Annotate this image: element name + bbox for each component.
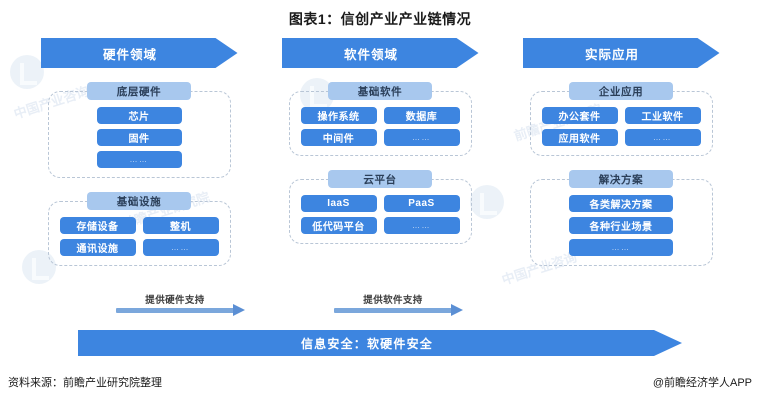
list-item[interactable]: 整机 <box>142 217 219 234</box>
group-infrastructure: 基础设施 存储设备 整机 通讯设施 …… <box>47 192 231 266</box>
list-item[interactable]: 数据库 <box>383 107 460 124</box>
group-title: 云平台 <box>328 170 432 188</box>
group-items: 各类解决方案 各种行业场景 …… <box>542 195 701 256</box>
group-items: 存储设备 整机 通讯设施 …… <box>59 217 219 256</box>
group-items: 办公套件 工业软件 应用软件 …… <box>541 107 701 146</box>
list-item[interactable]: 存储设备 <box>59 217 136 234</box>
list-item[interactable]: …… <box>142 239 219 256</box>
brand-credit: @前瞻经济学人APP <box>652 377 752 389</box>
arrow-right-icon <box>116 304 245 316</box>
group-box: IaaS PaaS 低代码平台 …… <box>288 179 472 244</box>
list-item[interactable]: …… <box>96 151 182 168</box>
list-item[interactable]: 通讯设施 <box>59 239 136 256</box>
list-item[interactable]: PaaS <box>383 195 460 212</box>
list-item[interactable]: …… <box>383 217 460 234</box>
list-item[interactable]: …… <box>383 129 460 146</box>
support-label: 提供软件支持 <box>363 295 423 306</box>
list-item[interactable]: 各类解决方案 <box>569 195 673 212</box>
security-bar[interactable]: 信息安全：软硬件安全 <box>78 330 682 356</box>
group-box: 操作系统 数据库 中间件 …… <box>288 91 472 156</box>
group-title: 底层硬件 <box>87 82 191 100</box>
group-cloud-platform: 云平台 IaaS PaaS 低代码平台 …… <box>288 170 472 244</box>
list-item[interactable]: 操作系统 <box>300 107 377 124</box>
list-item[interactable]: 办公套件 <box>541 107 618 124</box>
list-item[interactable]: …… <box>624 129 701 146</box>
group-box: 存储设备 整机 通讯设施 …… <box>47 201 231 266</box>
list-item[interactable]: …… <box>569 239 673 256</box>
support-arrows-row: 提供硬件支持 提供软件支持 <box>0 292 760 322</box>
group-items: IaaS PaaS 低代码平台 …… <box>300 195 460 234</box>
group-box: 办公套件 工业软件 应用软件 …… <box>529 91 713 156</box>
column-hardware: 硬件领域 底层硬件 芯片 固件 …… 基础设施 存储设备 整机 <box>32 38 247 266</box>
page-title: 图表1：信创产业产业链情况 <box>288 11 472 27</box>
group-box: 芯片 固件 …… <box>47 91 231 178</box>
group-box: 各类解决方案 各种行业场景 …… <box>529 179 713 266</box>
list-item[interactable]: IaaS <box>300 195 377 212</box>
list-item[interactable]: 应用软件 <box>541 129 618 146</box>
group-items: 芯片 固件 …… <box>60 107 219 168</box>
group-title: 基础软件 <box>328 82 432 100</box>
column-header-hardware[interactable]: 硬件领域 <box>41 38 238 68</box>
support-label: 提供硬件支持 <box>145 295 205 306</box>
list-item[interactable]: 工业软件 <box>624 107 701 124</box>
list-item[interactable]: 中间件 <box>300 129 377 146</box>
group-title: 解决方案 <box>569 170 673 188</box>
list-item[interactable]: 芯片 <box>96 107 182 124</box>
group-enterprise-applications: 企业应用 办公套件 工业软件 应用软件 …… <box>529 82 713 156</box>
group-title: 企业应用 <box>569 82 673 100</box>
list-item[interactable]: 固件 <box>96 129 182 146</box>
list-item[interactable]: 低代码平台 <box>300 217 377 234</box>
arrow-right-icon <box>334 304 463 316</box>
group-solutions: 解决方案 各类解决方案 各种行业场景 …… <box>529 170 713 266</box>
support-hardware: 提供硬件支持 <box>100 292 250 316</box>
list-item[interactable]: 各种行业场景 <box>569 217 673 234</box>
source-note: 资料来源：前瞻产业研究院整理 <box>8 377 162 389</box>
group-items: 操作系统 数据库 中间件 …… <box>300 107 460 146</box>
column-header-software[interactable]: 软件领域 <box>282 38 479 68</box>
column-software: 软件领域 基础软件 操作系统 数据库 中间件 …… 云平台 IaaS <box>273 38 488 266</box>
column-header-applications[interactable]: 实际应用 <box>523 38 720 68</box>
group-basic-software: 基础软件 操作系统 数据库 中间件 …… <box>288 82 472 156</box>
footer: 资料来源：前瞻产业研究院整理 @前瞻经济学人APP <box>0 374 760 394</box>
group-title: 基础设施 <box>87 192 191 210</box>
group-underlying-hardware: 底层硬件 芯片 固件 …… <box>47 82 231 178</box>
column-applications: 实际应用 企业应用 办公套件 工业软件 应用软件 …… 解决方案 各类解决方案 <box>514 38 729 266</box>
value-chain-columns: 硬件领域 底层硬件 芯片 固件 …… 基础设施 存储设备 整机 <box>0 38 760 266</box>
support-software: 提供软件支持 <box>318 292 468 316</box>
